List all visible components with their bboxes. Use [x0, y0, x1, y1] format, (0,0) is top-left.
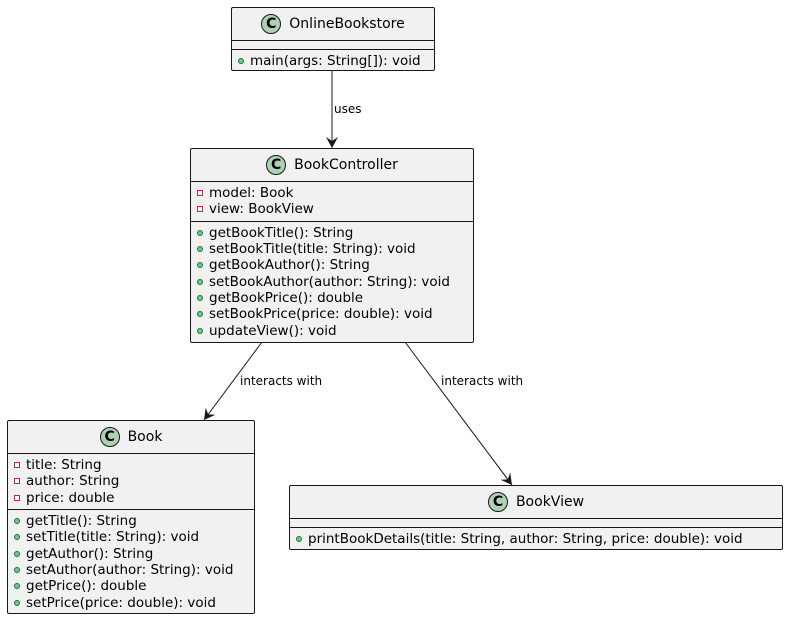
method-text: getPrice(): double — [26, 578, 147, 595]
private-visibility-icon — [197, 206, 203, 213]
public-visibility-icon — [197, 311, 203, 318]
method-row: setBookPrice(price: double): void — [197, 306, 473, 322]
attribute-text: price: double — [26, 489, 115, 506]
attribute-text: model: Book — [209, 185, 294, 202]
class-badge-icon: C — [99, 427, 120, 447]
private-visibility-icon — [14, 478, 20, 485]
class-name: BookController — [294, 157, 398, 173]
public-visibility-icon — [14, 583, 20, 590]
method-row: getAuthor(): String — [14, 545, 254, 562]
class-name: BookView — [515, 494, 585, 510]
method-row: getTitle(): String — [14, 513, 254, 529]
attribute-text: author: String — [26, 473, 120, 490]
edge-label-interacts-bookview: interacts with — [441, 374, 524, 388]
attributes-section — [232, 41, 434, 49]
edge-label-interacts-book: interacts with — [240, 374, 323, 388]
method-text: getBookTitle(): String — [209, 224, 354, 241]
private-visibility-icon — [14, 494, 20, 501]
methods-section: getBookTitle(): String setBookTitle(titl… — [191, 220, 473, 342]
method-row: getBookTitle(): String — [197, 225, 473, 241]
class-online-bookstore[interactable]: C OnlineBookstore main(args: String[]): … — [231, 7, 435, 71]
edge-controller-bookview — [404, 341, 513, 486]
method-text: getBookPrice(): double — [209, 289, 364, 306]
public-visibility-icon — [197, 278, 203, 285]
public-visibility-icon — [14, 566, 20, 573]
class-book[interactable]: C Book title: String author: String pric… — [7, 420, 255, 614]
attribute-row: author: String — [14, 473, 254, 489]
class-badge-icon: C — [266, 155, 287, 175]
class-name: OnlineBookstore — [289, 16, 405, 32]
class-book-view[interactable]: C BookView printBookDetails(title: Strin… — [289, 485, 783, 550]
attributes-section: title: String author: String price: doub… — [8, 454, 254, 509]
attribute-row: price: double — [14, 490, 254, 506]
methods-section: getTitle(): String setTitle(title: Strin… — [8, 508, 254, 614]
method-row: setTitle(title: String): void — [14, 529, 254, 545]
private-visibility-icon — [14, 462, 20, 469]
attributes-section: model: Book view: BookView — [191, 182, 473, 221]
method-text: updateView(): void — [209, 322, 337, 339]
attribute-row: view: BookView — [197, 201, 473, 217]
method-row: setPrice(price: double): void — [14, 594, 254, 611]
method-row: updateView(): void — [197, 322, 473, 339]
method-text: setBookTitle(title: String): void — [209, 241, 416, 258]
edge-controller-book — [203, 341, 263, 421]
method-text: setBookPrice(price: double): void — [209, 306, 433, 323]
class-badge-icon: C — [487, 492, 508, 512]
attributes-section — [290, 519, 782, 527]
public-visibility-icon — [197, 327, 203, 334]
method-text: setTitle(title: String): void — [26, 529, 200, 546]
class-name: Book — [127, 429, 163, 445]
class-header: C OnlineBookstore — [232, 8, 434, 41]
method-text: main(args: String[]): void — [250, 53, 421, 70]
attribute-row: model: Book — [197, 185, 473, 201]
class-header: C Book — [8, 421, 254, 454]
method-text: setPrice(price: double): void — [26, 594, 216, 611]
public-visibility-icon — [197, 294, 203, 301]
attribute-text: view: BookView — [209, 201, 314, 218]
method-row: setBookAuthor(author: String): void — [197, 273, 473, 290]
class-header: C BookView — [290, 486, 782, 519]
attribute-row: title: String — [14, 457, 254, 473]
public-visibility-icon — [238, 58, 244, 65]
public-visibility-icon — [14, 534, 20, 541]
method-text: getBookAuthor(): String — [209, 257, 370, 274]
method-row: getBookAuthor(): String — [197, 257, 473, 273]
method-row: getPrice(): double — [14, 578, 254, 594]
method-text: printBookDetails(title: String, author: … — [308, 531, 743, 548]
public-visibility-icon — [197, 229, 203, 236]
method-row: setAuthor(author: String): void — [14, 562, 254, 578]
methods-section: main(args: String[]): void — [232, 49, 434, 72]
method-text: setBookAuthor(author: String): void — [209, 273, 451, 290]
methods-section: printBookDetails(title: String, author: … — [290, 527, 782, 550]
class-book-controller[interactable]: C BookController model: Book view: BookV… — [190, 148, 474, 343]
method-text: getTitle(): String — [26, 513, 137, 530]
method-row: printBookDetails(title: String, author: … — [296, 531, 782, 547]
method-row: setBookTitle(title: String): void — [197, 241, 473, 257]
public-visibility-icon — [14, 599, 20, 606]
attribute-text: title: String — [26, 457, 102, 474]
public-visibility-icon — [14, 550, 20, 557]
public-visibility-icon — [14, 518, 20, 525]
method-row: getBookPrice(): double — [197, 290, 473, 306]
public-visibility-icon — [296, 536, 302, 543]
method-text: getAuthor(): String — [26, 545, 154, 562]
class-header: C BookController — [191, 149, 473, 182]
private-visibility-icon — [197, 190, 203, 197]
method-row: main(args: String[]): void — [238, 53, 434, 69]
public-visibility-icon — [197, 262, 203, 269]
public-visibility-icon — [197, 246, 203, 253]
class-badge-icon: C — [261, 14, 282, 34]
edge-label-uses: uses — [334, 102, 362, 116]
method-text: setAuthor(author: String): void — [26, 561, 234, 578]
